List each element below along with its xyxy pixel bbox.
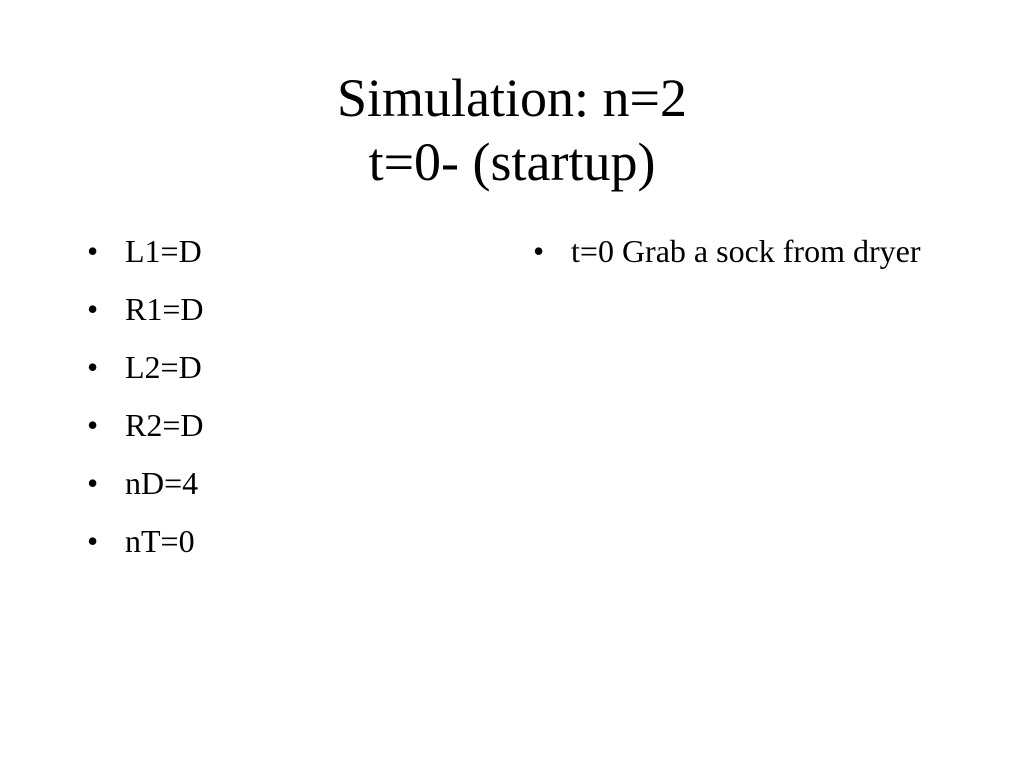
list-item: • nT=0 — [87, 523, 467, 560]
right-bullet-list: • t=0 Grab a sock from dryer — [533, 233, 933, 291]
bullet-icon: • — [87, 523, 99, 559]
list-item-text: nD=4 — [125, 465, 199, 501]
bullet-icon: • — [87, 465, 99, 501]
bullet-icon: • — [87, 349, 99, 385]
list-item-text: R2=D — [125, 407, 204, 443]
list-item-text: t=0 Grab a sock from dryer — [571, 233, 921, 269]
bullet-icon: • — [87, 407, 99, 443]
list-item: • R1=D — [87, 291, 467, 328]
title-line-1: Simulation: n=2 — [337, 68, 687, 128]
list-item-text: L1=D — [125, 233, 202, 269]
list-item: • L2=D — [87, 349, 467, 386]
bullet-icon: • — [87, 233, 99, 269]
list-item-text: R1=D — [125, 291, 204, 327]
list-item-text: nT=0 — [125, 523, 195, 559]
bullet-icon: • — [87, 291, 99, 327]
title-line-2: t=0- (startup) — [368, 132, 656, 192]
list-item: • t=0 Grab a sock from dryer — [533, 233, 933, 270]
bullet-icon: • — [533, 233, 545, 269]
list-item: • L1=D — [87, 233, 467, 270]
list-item-text: L2=D — [125, 349, 202, 385]
left-bullet-list: • L1=D • R1=D • L2=D • R2=D • nD=4 • nT=0 — [87, 233, 467, 581]
list-item: • nD=4 — [87, 465, 467, 502]
list-item: • R2=D — [87, 407, 467, 444]
slide-title: Simulation: n=2 t=0- (startup) — [0, 66, 1024, 194]
